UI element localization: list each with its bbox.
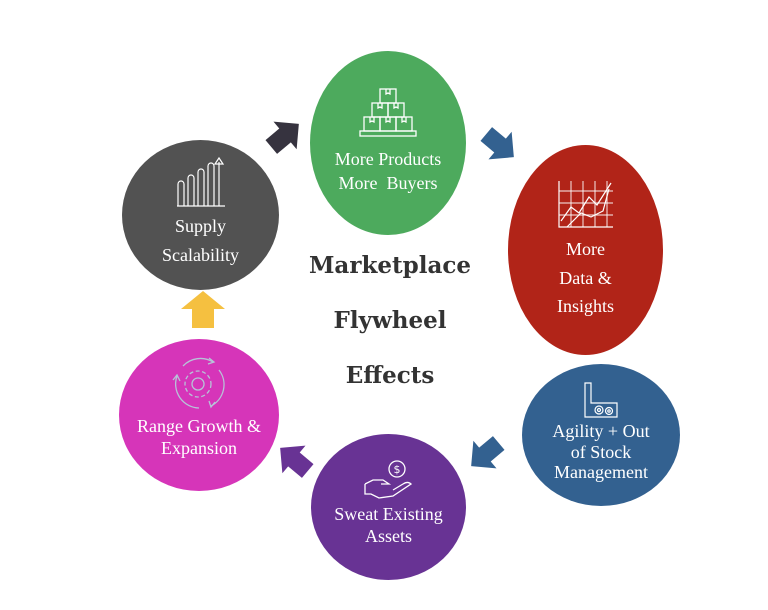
node-range-growth: Range Growth & Expansion xyxy=(119,339,279,491)
label-line: of Stock xyxy=(570,441,632,462)
node-label: More Data & Insights xyxy=(557,235,614,321)
label-line: Scalability xyxy=(162,245,239,265)
node-label: Supply Scalability xyxy=(162,212,239,270)
gear-cycle-icon xyxy=(172,357,225,410)
center-title: Marketplace Flywheel Effects xyxy=(290,238,490,403)
arrow-agility-to-sweat xyxy=(471,436,505,469)
label-line: Range Growth & xyxy=(137,416,261,437)
arrow-range-to-supply xyxy=(181,291,225,328)
factory-gears-icon xyxy=(584,382,618,418)
label-line: Sweat Existing xyxy=(334,504,443,525)
growth-bars-icon xyxy=(176,157,225,207)
label-line: More Buyers xyxy=(338,173,438,193)
hand-dollar-icon: $ xyxy=(363,460,412,500)
node-label: Sweat Existing Assets xyxy=(334,504,443,547)
node-label: More Products More Buyers xyxy=(335,147,442,196)
node-label: Range Growth & Expansion xyxy=(137,416,261,459)
arrow-shape xyxy=(265,121,299,154)
stacked-boxes-icon xyxy=(359,88,417,137)
svg-text:$: $ xyxy=(393,463,400,476)
node-more-data: More Data & Insights xyxy=(508,145,663,355)
label-line: Management xyxy=(554,462,648,483)
arrow-shape xyxy=(480,127,514,160)
label-line: Data & xyxy=(559,267,612,288)
title-line: Flywheel xyxy=(333,307,447,334)
arrow-shape xyxy=(471,436,505,469)
line-chart-icon xyxy=(557,180,613,228)
arrow-sweat-to-range xyxy=(280,445,314,478)
label-line: Expansion xyxy=(160,438,237,458)
arrow-supply-to-products xyxy=(265,121,299,154)
label-line: Agility + Out xyxy=(552,420,650,441)
label-line: Insights xyxy=(556,296,614,317)
arrow-shape xyxy=(280,445,314,478)
label-line: More xyxy=(565,238,605,259)
label-line: Assets xyxy=(364,526,412,546)
label-line: More Products xyxy=(334,148,442,169)
arrow-products-to-data xyxy=(480,127,514,160)
node-more-products: More Products More Buyers xyxy=(310,51,466,235)
arrow-shape xyxy=(181,291,225,328)
node-label: Agility + Out of Stock Management xyxy=(552,421,649,483)
title-line: Marketplace xyxy=(308,252,472,279)
title-line: Effects xyxy=(345,362,435,389)
node-agility: Agility + Out of Stock Management xyxy=(522,364,680,506)
node-supply-scalability: Supply Scalability xyxy=(122,140,279,290)
node-sweat-assets: $ Sweat Existing Assets xyxy=(311,434,466,580)
label-line: Supply xyxy=(174,216,226,237)
